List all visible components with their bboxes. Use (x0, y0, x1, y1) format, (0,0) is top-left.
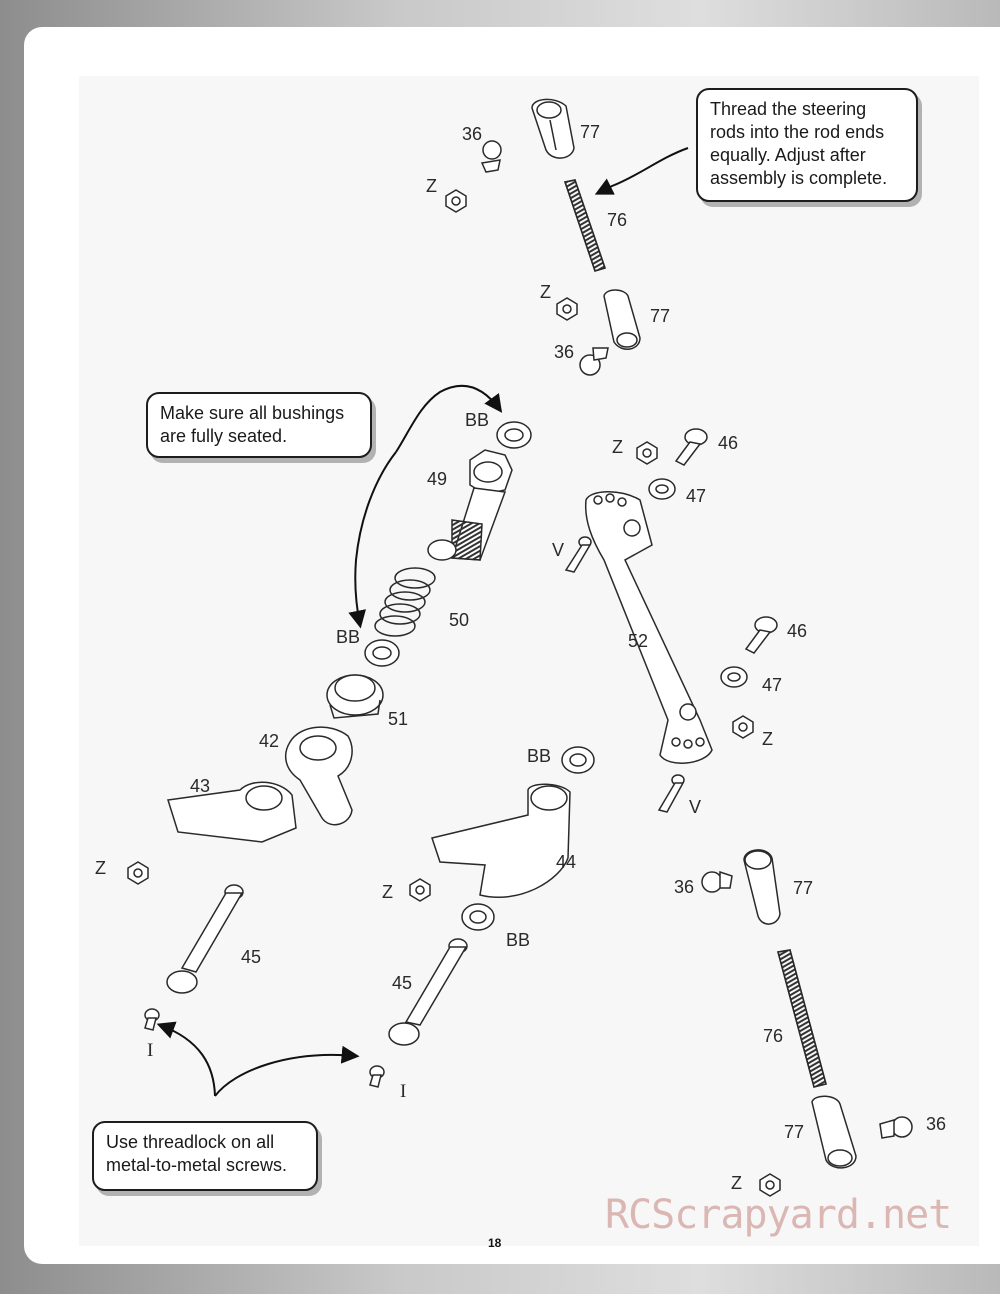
screw-v-top (564, 536, 592, 573)
label-76-bottom: 76 (763, 1026, 783, 1046)
label-77-top: 77 (580, 122, 600, 142)
label-44: 44 (556, 852, 576, 872)
screw-v-bottom (657, 774, 685, 813)
label-47-bottom: 47 (762, 675, 782, 695)
bushing-arrow-bottom (348, 451, 397, 629)
label-45-right: 45 (392, 973, 412, 993)
servo-arm-43 (167, 781, 297, 843)
label-z-bottom: Z (731, 1173, 742, 1193)
screw-i-right (369, 1065, 385, 1088)
label-z-left: Z (95, 858, 106, 878)
bushing-bb-mid (364, 639, 400, 667)
label-z-mid: Z (540, 282, 551, 302)
label-46-bottom: 46 (787, 621, 807, 641)
label-45-left: 45 (241, 947, 261, 967)
label-v-bottom: V (689, 797, 701, 817)
rod-end-77-mid (603, 289, 641, 350)
washer-47-bottom (720, 666, 748, 688)
ball-stud-36-mid (579, 347, 609, 376)
label-77-mid: 77 (650, 306, 670, 326)
screw-i-left (144, 1008, 160, 1031)
ball-stud-36-top (480, 140, 502, 173)
label-i-left: I (147, 1040, 153, 1061)
label-z-right-top: Z (612, 437, 623, 457)
label-36-bottom: 36 (926, 1114, 946, 1134)
spring-50 (374, 567, 436, 637)
nut-z-left (127, 861, 149, 885)
threadlock-arrow-right (214, 1045, 360, 1097)
steering-rod-arrow (594, 147, 689, 195)
label-51: 51 (388, 709, 408, 729)
label-47-top: 47 (686, 486, 706, 506)
callout-threadlock: Use threadlock on all metal-to-metal scr… (92, 1121, 318, 1191)
nut-z-mid (556, 297, 578, 321)
label-36-mid: 36 (554, 342, 574, 362)
label-i-right: I (400, 1081, 406, 1102)
callout-steering-rods: Thread the steering rods into the rod en… (696, 88, 918, 202)
servo-saver-42 (284, 726, 353, 826)
rod-end-77-right (743, 849, 781, 925)
nut-z-right-top (636, 441, 658, 465)
label-36-right: 36 (674, 877, 694, 897)
label-v-top: V (552, 540, 564, 560)
ball-stud-36-right (701, 870, 733, 893)
label-50: 50 (449, 610, 469, 630)
bushing-arrow-top (395, 384, 503, 453)
nut-z-bottom (759, 1173, 781, 1197)
shoulder-screw-45-right (388, 938, 468, 1046)
servo-saver-nut-51 (326, 674, 384, 719)
nut-z-center (409, 878, 431, 902)
label-bb-low: BB (506, 930, 530, 950)
label-52: 52 (628, 631, 648, 651)
label-z-top: Z (426, 176, 437, 196)
label-46-top: 46 (718, 433, 738, 453)
label-76-top: 76 (607, 210, 627, 230)
rod-end-77-bottom (811, 1095, 857, 1169)
callout-bushings: Make sure all bushings are fully seated. (146, 392, 372, 458)
shoulder-screw-45-left (166, 884, 244, 994)
diagram-panel (79, 76, 979, 1246)
washer-47-top (648, 478, 676, 500)
label-77-bottom: 77 (784, 1122, 804, 1142)
bushing-bb-low (461, 903, 495, 931)
nut-z-top (445, 189, 467, 213)
ball-stud-36-bottom (879, 1116, 913, 1139)
label-bb-top: BB (465, 410, 489, 430)
drag-link-52 (584, 491, 713, 764)
page-number: 18 (488, 1236, 502, 1250)
steering-arm-44 (431, 783, 571, 898)
label-42: 42 (259, 731, 279, 751)
steering-rod-76-top (564, 179, 606, 272)
bushing-bb-top (496, 421, 532, 449)
bushing-bb-right (561, 746, 595, 774)
watermark: RCScrapyard.net (605, 1192, 952, 1238)
label-bb-right: BB (527, 746, 551, 766)
rod-end-77-top (531, 98, 575, 159)
label-z-center: Z (382, 882, 393, 902)
label-49: 49 (427, 469, 447, 489)
steering-rod-76-bottom (777, 949, 827, 1088)
label-43: 43 (190, 776, 210, 796)
label-z-right-bottom: Z (762, 729, 773, 749)
nut-z-right-bottom (732, 715, 754, 739)
label-77-right: 77 (793, 878, 813, 898)
label-bb-mid: BB (336, 627, 360, 647)
screw-46-top (674, 428, 708, 466)
steering-post-49 (427, 449, 513, 561)
threadlock-arrow-left (156, 1021, 216, 1097)
screw-46-bottom (744, 616, 778, 654)
label-36-top: 36 (462, 124, 482, 144)
